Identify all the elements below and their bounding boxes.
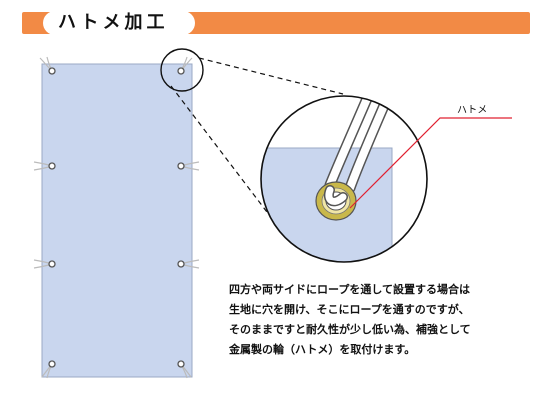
callout-line	[349, 117, 512, 209]
banner-grommets	[48, 67, 185, 368]
section-header: ハトメ加工	[0, 0, 550, 44]
zoom-connector-line	[198, 57, 344, 95]
grommet	[48, 162, 56, 170]
grommet	[177, 162, 185, 170]
description-text: 四方や両サイドにロープを通して設置する場合は 生地に穴を開け、そこにロープを通す…	[229, 280, 529, 360]
grommet	[48, 260, 56, 268]
grommet	[48, 67, 56, 75]
header-title-pill	[43, 11, 195, 35]
grommet	[177, 260, 185, 268]
section-title: ハトメ加工	[58, 12, 169, 33]
magnified-view-circle	[260, 95, 428, 263]
zoom-connector-line	[170, 85, 271, 217]
grommet	[177, 360, 185, 368]
zoom-source-circle	[160, 48, 204, 92]
description-line: そのままですと耐久性が少し低い為、補強として	[229, 323, 471, 336]
grommet	[177, 67, 185, 75]
description-line: 金属製の輪（ハトメ）を取付けます。	[229, 343, 416, 356]
banner-sheet	[41, 63, 193, 378]
grommet	[48, 360, 56, 368]
description-line: 四方や両サイドにロープを通して設置する場合は	[229, 283, 471, 296]
magnified-rope	[324, 96, 401, 194]
grommet-callout-label: ハトメ	[457, 105, 488, 116]
description-line: 生地に穴を開け、そこにロープを通すのですが、	[229, 303, 470, 316]
